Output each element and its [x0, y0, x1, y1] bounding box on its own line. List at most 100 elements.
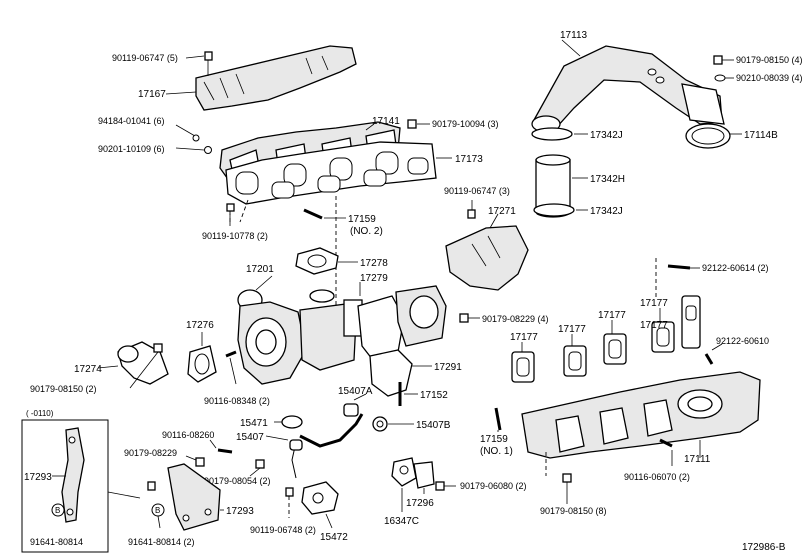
label-17173: 17173 — [455, 154, 483, 165]
gasket-15471 — [281, 415, 303, 429]
stud-17159-no1 — [494, 407, 502, 431]
label-90119-06748: 90119-06748 (2) — [250, 525, 316, 535]
label-17291: 17291 — [434, 362, 462, 373]
label-90116-08348: 90116-08348 (2) — [204, 396, 270, 406]
intake-pipe-17113 — [531, 45, 725, 133]
union-15407a — [343, 403, 359, 417]
label-17278: 17278 — [360, 258, 388, 269]
bolt-90119-06748 — [285, 487, 294, 518]
oil-pipe-15407 — [289, 413, 364, 479]
label-90179-06080: 90179-06080 (2) — [460, 481, 527, 491]
heat-insulator-17167 — [195, 45, 357, 111]
label-17279: 17279 — [360, 273, 388, 284]
bolt-91641-b — [147, 481, 156, 491]
label-17114b: 17114B — [744, 130, 778, 141]
manifold-17111 — [521, 371, 761, 459]
label-17342j-b: 17342J — [590, 206, 623, 217]
label-90179-10094: 90179-10094 (3) — [432, 119, 499, 129]
label-15407a: 15407A — [338, 386, 373, 397]
label-92122-60610: 92122-60610 — [716, 336, 769, 346]
nut-90179-08150-2 — [153, 343, 163, 353]
bracket-17293 — [167, 463, 221, 531]
label-16347c: 16347C — [384, 516, 419, 527]
nut-90179-08150-4 — [713, 55, 723, 65]
stud-90116-06070 — [659, 438, 673, 448]
clamp-17342j-a — [531, 127, 573, 141]
label-17167: 17167 — [138, 89, 166, 100]
gasket-17278 — [295, 247, 339, 275]
label-17141: 17141 — [372, 116, 400, 127]
label-17159-no1: 17159 — [480, 434, 508, 445]
gasket-17177-d — [651, 321, 675, 353]
label-17201: 17201 — [246, 264, 274, 275]
label-91641-inset: 91641-80814 — [30, 537, 83, 547]
label-17274: 17274 — [74, 364, 102, 375]
inset-circle-b: B — [55, 506, 60, 515]
label-17342h: 17342H — [590, 174, 625, 185]
gasket-17114b — [685, 123, 731, 149]
nut-90179-06080 — [435, 481, 445, 491]
nut-90179-08150-8 — [562, 473, 572, 483]
stud-90116-08348 — [225, 350, 237, 358]
label-90116-08260: 90116-08260 — [162, 430, 214, 440]
label-90179-08150-2: 90179-08150 (2) — [30, 384, 97, 394]
label-15407: 15407 — [236, 432, 264, 443]
label-17177-e: 17177 — [640, 320, 668, 331]
label-17271: 17271 — [488, 206, 516, 217]
gasket-17177-a — [511, 351, 535, 383]
gasket-17177-e — [681, 295, 701, 349]
label-17177-b: 17177 — [558, 324, 586, 335]
label-90179-08150-4: 90179-08150 (4) — [736, 55, 803, 65]
label-90119-06747-3: 90119-06747 (3) — [444, 186, 510, 196]
bolt-90119-10778 — [226, 203, 235, 224]
label-90179-08150-8: 90179-08150 (8) — [540, 506, 607, 516]
label-17152: 17152 — [420, 390, 448, 401]
label-17113: 17113 — [560, 30, 588, 41]
turbocharger-17201 — [237, 289, 363, 385]
turbo-elbow-17291 — [369, 349, 413, 397]
stud-90116-08260 — [217, 448, 233, 454]
union-15407b — [372, 416, 388, 432]
label-17159-no2: 17159 — [348, 214, 376, 225]
label-17177-a: 17177 — [510, 332, 538, 343]
label-17342j-a: 17342J — [590, 130, 623, 141]
label-90119-06747-5: 90119-06747 (5) — [112, 53, 178, 63]
clamp-17342j-b — [533, 203, 575, 217]
gasket-17173 — [225, 141, 437, 205]
elbow-17279 — [357, 285, 447, 365]
label-90179-08229-b: 90179-08229 — [124, 448, 177, 458]
label-17159-no1-sub: (NO. 1) — [480, 446, 513, 457]
label-15472: 15472 — [320, 532, 348, 543]
cover-17296 — [413, 461, 435, 489]
heat-insulator-17271 — [445, 225, 529, 291]
label-17293: 17293 — [226, 506, 254, 517]
label-94184: 94184-01041 (6) — [98, 116, 165, 126]
stud-92122-60610 — [704, 353, 714, 365]
label-17177-d: 17177 — [640, 298, 668, 309]
diagram-code: 172986-B — [742, 542, 786, 553]
washer-90210 — [714, 74, 726, 82]
nut-90179-08229-b — [195, 457, 205, 467]
label-90179-08054: 90179-08054 (2) — [204, 476, 271, 486]
label-90119-10778: 90119-10778 (2) — [202, 231, 268, 241]
inset-range: ( -0110) — [26, 409, 54, 418]
bolt-90119-06747-5 — [204, 51, 213, 76]
label-17159-no2-sub: (NO. 2) — [350, 226, 383, 237]
inset-panel: B — [21, 419, 109, 553]
label-17276: 17276 — [186, 320, 214, 331]
label-91641: 91641-80814 (2) — [128, 537, 195, 547]
circle-b-label: B — [155, 506, 160, 515]
label-92122-60614: 92122-60614 (2) — [702, 263, 769, 273]
nut-90179-08054 — [255, 459, 265, 469]
label-17293-inset: 17293 — [24, 472, 52, 483]
gasket-17177-b — [563, 345, 587, 377]
nut-90179-08229-4 — [459, 313, 469, 323]
label-17111: 17111 — [684, 454, 711, 465]
nut-90179-10094 — [407, 119, 417, 129]
stud-17159-no2 — [303, 208, 323, 220]
gasket-16347c — [391, 457, 417, 487]
label-15407b: 15407B — [416, 420, 451, 431]
label-90210: 90210-08039 (4) — [736, 73, 803, 83]
bolt-90119-06747-3 — [467, 209, 476, 219]
